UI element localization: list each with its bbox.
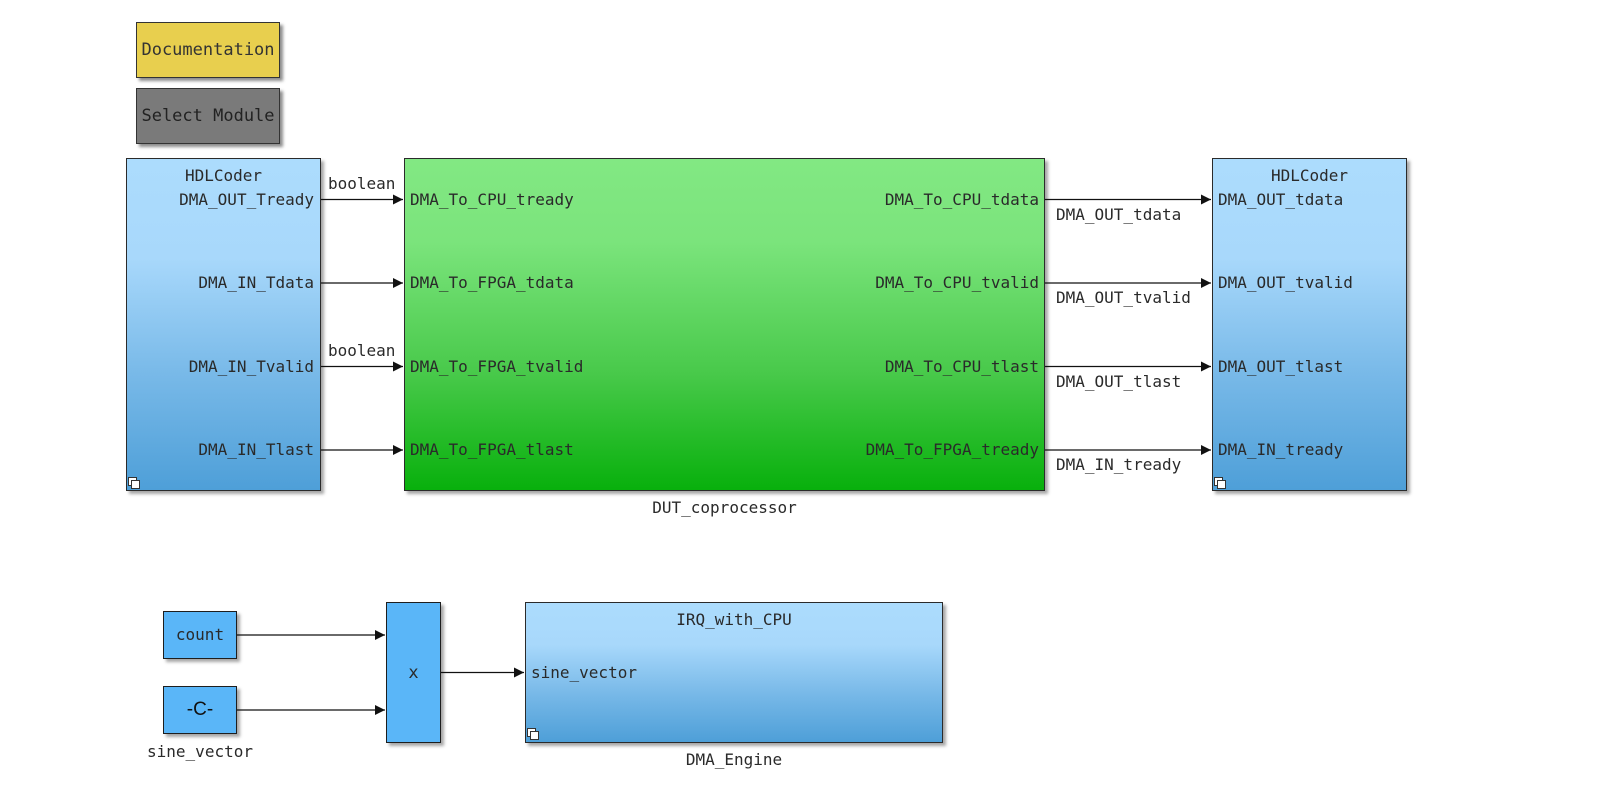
count-block[interactable]: count <box>163 611 237 659</box>
product-block[interactable]: x <box>386 602 441 743</box>
documentation-button[interactable]: Documentation <box>136 22 280 78</box>
left-port-dma-out-tready: DMA_OUT_Tready <box>179 190 314 209</box>
count-block-label: count <box>175 625 225 644</box>
right-port-dma-in-tready: DMA_IN_tready <box>1218 440 1344 459</box>
dut-coprocessor-block[interactable] <box>404 158 1045 491</box>
dut-input-dma-to-fpga-tdata: DMA_To_FPGA_tdata <box>410 273 574 292</box>
left-port-dma-in-tvalid: DMA_IN_Tvalid <box>188 357 314 376</box>
dut-output-dma-to-cpu-tlast: DMA_To_CPU_tlast <box>884 357 1039 376</box>
left-port-dma-in-tlast: DMA_IN_Tlast <box>198 440 314 459</box>
subsystem-link-icon <box>128 477 140 489</box>
right-port-dma-out-tlast: DMA_OUT_tlast <box>1218 357 1344 376</box>
dut-block-name: DUT_coprocessor <box>652 498 797 517</box>
constant-block-label: -C- <box>186 699 214 720</box>
dma-engine-subsystem[interactable] <box>525 602 943 743</box>
right-subsystem-title: HDLCoder <box>1270 166 1349 185</box>
left-hdlcoder-subsystem[interactable] <box>126 158 321 491</box>
signal-label-dma-out-tlast: DMA_OUT_tlast <box>1056 372 1182 391</box>
dut-output-dma-to-cpu-tdata: DMA_To_CPU_tdata <box>884 190 1039 209</box>
constant-block[interactable]: -C- <box>163 686 237 734</box>
signal-label-dma-out-tvalid: DMA_OUT_tvalid <box>1056 288 1191 307</box>
right-port-dma-out-tdata: DMA_OUT_tdata <box>1218 190 1344 209</box>
constant-block-name: sine_vector <box>147 742 253 761</box>
dma-engine-name: DMA_Engine <box>685 750 783 769</box>
dut-output-dma-to-cpu-tvalid: DMA_To_CPU_tvalid <box>875 273 1039 292</box>
subsystem-link-icon <box>1214 477 1226 489</box>
signal-label-dma-out-tdata: DMA_OUT_tdata <box>1056 205 1182 224</box>
product-block-label: x <box>408 662 419 683</box>
dut-input-dma-to-fpga-tlast: DMA_To_FPGA_tlast <box>410 440 574 459</box>
subsystem-link-icon <box>527 728 539 740</box>
left-subsystem-title: HDLCoder <box>184 166 263 185</box>
dut-output-dma-to-fpga-tready: DMA_To_FPGA_tready <box>865 440 1039 459</box>
dma-engine-title: IRQ_with_CPU <box>676 610 792 629</box>
signal-label-dma-in-tready: DMA_IN_tready <box>1056 455 1182 474</box>
right-hdlcoder-subsystem[interactable] <box>1212 158 1407 491</box>
signal-label-boolean-tready: boolean <box>328 174 396 193</box>
select-module-button[interactable]: Select Module <box>136 88 280 144</box>
right-port-dma-out-tvalid: DMA_OUT_tvalid <box>1218 273 1353 292</box>
dut-input-dma-to-cpu-tready: DMA_To_CPU_tready <box>410 190 574 209</box>
dut-input-dma-to-fpga-tvalid: DMA_To_FPGA_tvalid <box>410 357 584 376</box>
signal-label-boolean-tvalid: boolean <box>328 341 396 360</box>
dma-engine-input-port: sine_vector <box>531 663 637 682</box>
left-port-dma-in-tdata: DMA_IN_Tdata <box>198 273 314 292</box>
